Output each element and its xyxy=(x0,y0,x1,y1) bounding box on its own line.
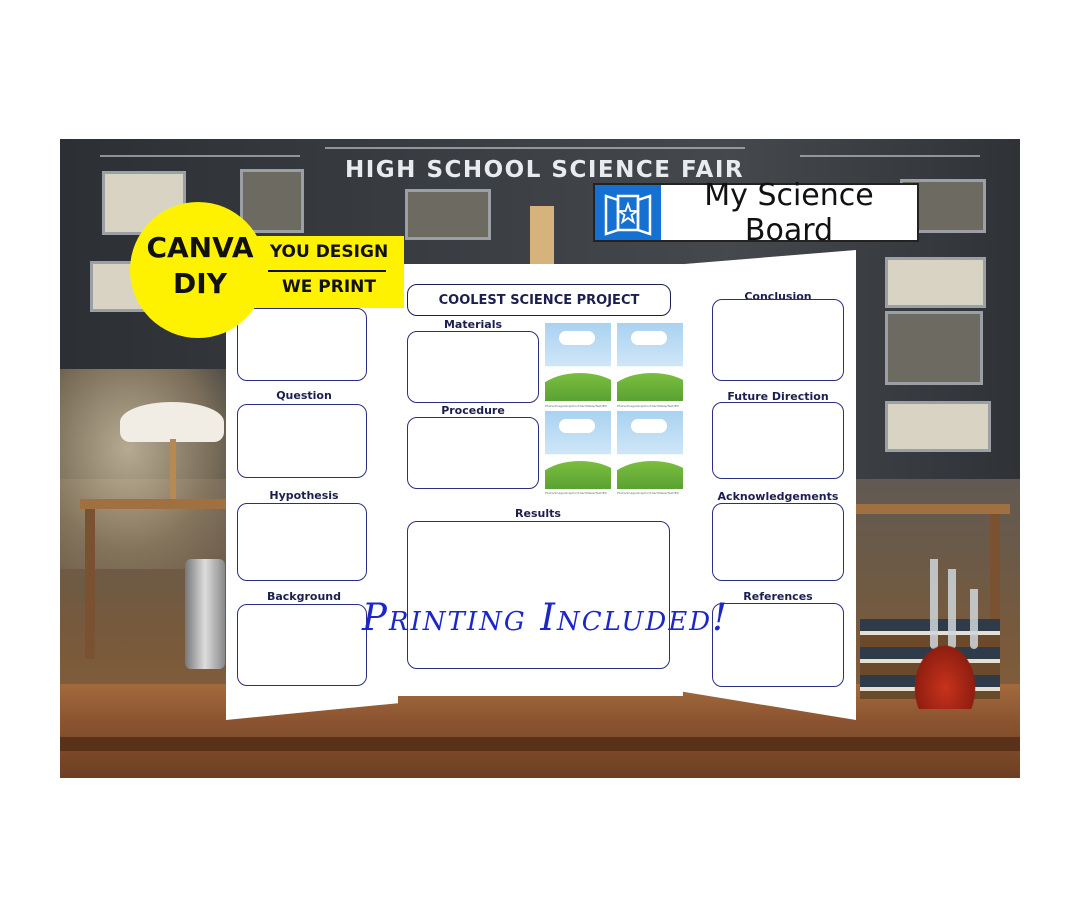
future-direction-panel xyxy=(712,402,844,479)
panel-label-references: References xyxy=(743,590,813,603)
panel-label-future-direction: Future Direction xyxy=(727,390,829,403)
we-print-text: WE PRINT xyxy=(282,277,376,297)
photo-caption: Photo/image/Graphic/Chart/Table/Text/Etc xyxy=(617,491,680,495)
canva-diy-badge xyxy=(130,202,266,338)
microscope xyxy=(185,559,225,669)
shelf xyxy=(80,499,230,509)
panel-label-acknowledgements: Acknowledgements xyxy=(717,490,839,503)
chalk-line xyxy=(800,155,980,157)
chalk-line xyxy=(100,155,300,157)
you-design-text: YOU DESIGN xyxy=(269,242,389,262)
photo-caption: Photo/image/Graphic/Chart/Table/Text/Etc xyxy=(545,404,608,408)
shelf-leg xyxy=(990,514,1000,664)
panel-label-results: Results xyxy=(515,507,561,520)
background-panel xyxy=(237,604,367,686)
photo-caption: Photo/image/Graphic/Chart/Table/Text/Etc xyxy=(617,404,680,408)
test-tube xyxy=(970,589,978,649)
board-title: COOLEST SCIENCE PROJECT xyxy=(407,284,671,316)
chalkboard-title: HIGH SCHOOL SCIENCE FAIR xyxy=(345,157,745,183)
you-design-we-print-badge xyxy=(256,236,404,308)
shelf xyxy=(850,504,1010,514)
references-panel xyxy=(712,603,844,687)
wooden-table xyxy=(60,684,1020,778)
placeholder-photo xyxy=(545,323,611,401)
hypothesis-panel xyxy=(237,503,367,581)
question-panel xyxy=(237,404,367,478)
my-science-board-logo: My Science Board xyxy=(593,178,919,248)
canva-diy-text: CANVA DIY xyxy=(136,230,264,302)
desk-lamp-arm xyxy=(170,439,176,499)
red-liquid-flask xyxy=(910,639,980,709)
diy-line: DIY xyxy=(173,267,227,300)
panel-label-procedure: Procedure xyxy=(441,404,505,417)
panel-label-hypothesis: Hypothesis xyxy=(269,489,339,502)
brand-name: My Science Board xyxy=(704,177,874,248)
placeholder-photo xyxy=(545,411,611,489)
left-top-panel xyxy=(237,308,367,381)
wall-poster xyxy=(405,189,491,240)
canva-line: CANVA xyxy=(146,231,254,264)
placeholder-photo xyxy=(617,411,683,489)
panel-label-question: Question xyxy=(276,389,332,402)
chalk-line xyxy=(325,147,745,149)
materials-panel xyxy=(407,331,539,403)
test-tube xyxy=(930,559,938,649)
photo-caption: Photo/image/Graphic/Chart/Table/Text/Etc xyxy=(545,491,608,495)
placeholder-photo xyxy=(617,323,683,401)
wall-poster xyxy=(240,169,304,233)
test-tube xyxy=(948,569,956,649)
acknowledgements-panel xyxy=(712,503,844,581)
desk-lamp-shade xyxy=(120,402,224,442)
results-panel xyxy=(407,521,670,669)
badge-divider xyxy=(268,270,386,272)
wall-poster xyxy=(885,257,986,308)
procedure-panel xyxy=(407,417,539,489)
printing-included-text: Printing Included! xyxy=(362,596,729,639)
trifold-board-star-icon xyxy=(595,185,661,240)
conclusion-panel xyxy=(712,299,844,381)
panel-label-materials: Materials xyxy=(443,318,503,331)
shelf-leg xyxy=(85,509,95,659)
table-edge xyxy=(60,737,1020,751)
wall-poster xyxy=(885,401,991,452)
panel-label-background: Background xyxy=(266,590,342,603)
wall-poster xyxy=(885,311,983,385)
